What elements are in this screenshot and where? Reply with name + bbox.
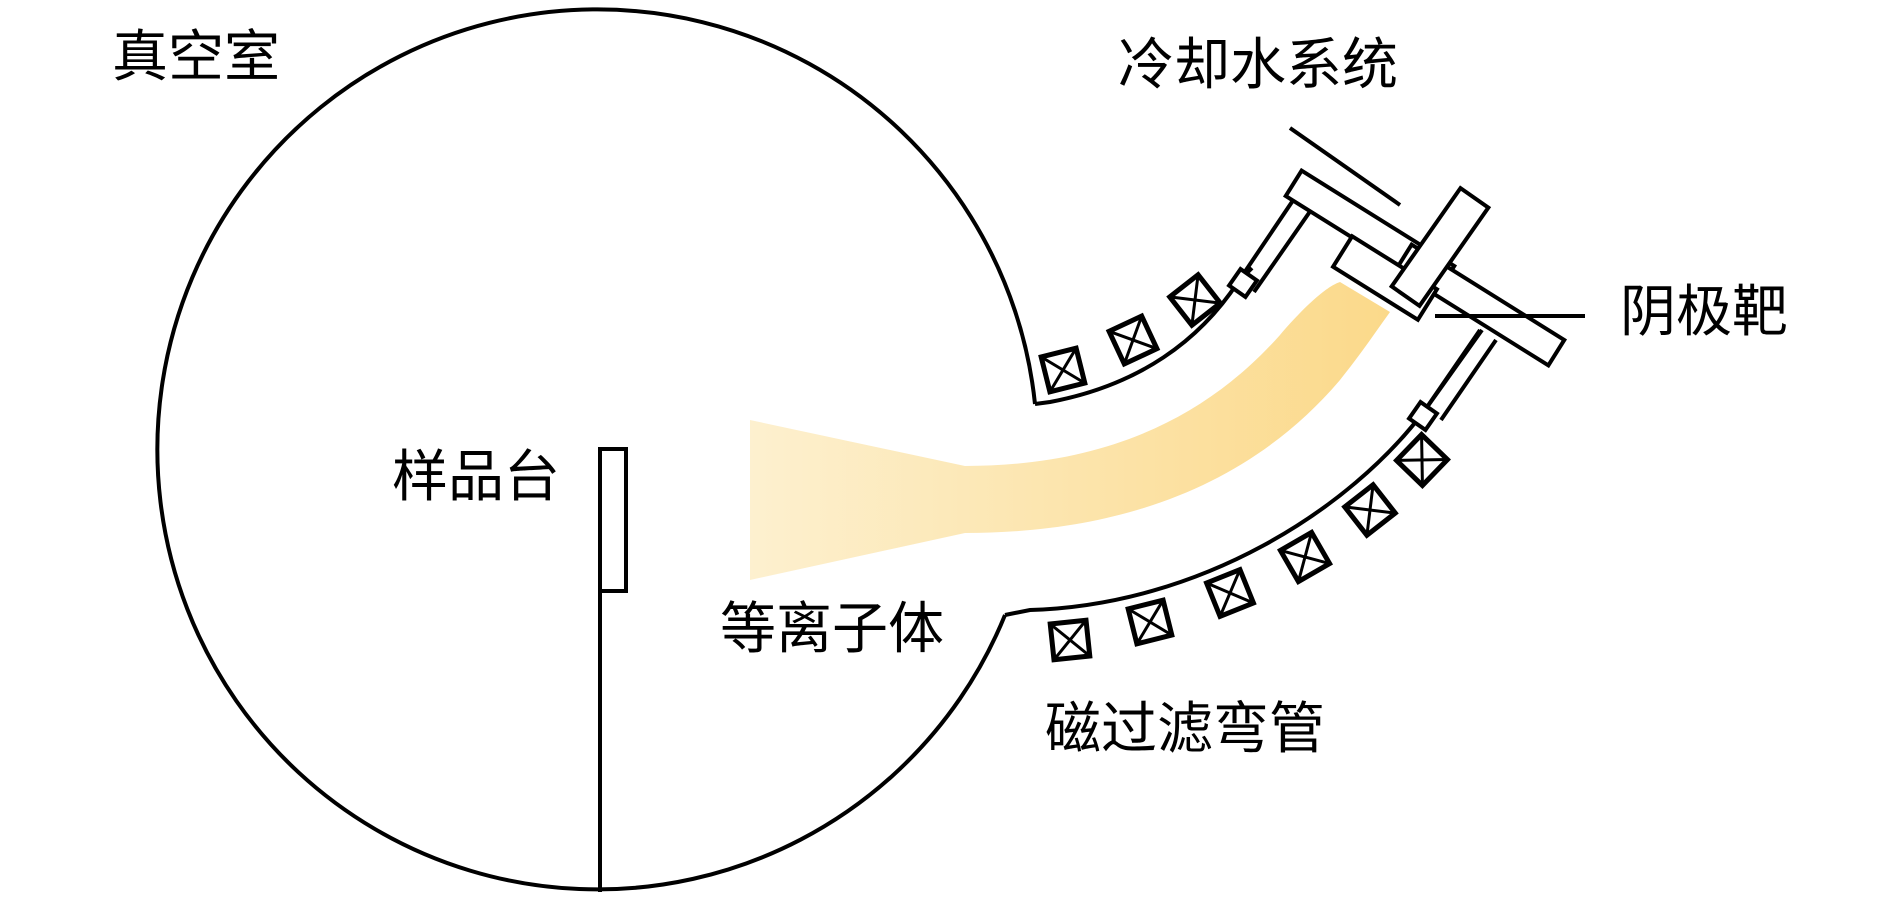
vacuum-chamber-wall xyxy=(155,7,1037,892)
label-cooling-system: 冷却水系统 xyxy=(1118,33,1398,98)
coil-upper-2 xyxy=(1109,316,1157,364)
sample-stage-holder xyxy=(598,447,628,593)
label-plasma: 等离子体 xyxy=(720,597,944,662)
label-cathode-target: 阴极靶 xyxy=(1620,280,1788,345)
coil-lower-1 xyxy=(1050,620,1090,660)
upper-support-pipe xyxy=(1226,188,1320,300)
lower-support-pipe xyxy=(1406,328,1498,433)
coil-lower-5 xyxy=(1345,485,1396,536)
plasma-beam-shape xyxy=(750,282,1390,580)
label-magnetic-filter: 磁过滤弯管 xyxy=(1045,697,1325,762)
coil-lower-2 xyxy=(1128,600,1172,644)
coil-lower-4 xyxy=(1280,532,1329,581)
label-sample-stage: 样品台 xyxy=(392,445,560,510)
coil-lower-3 xyxy=(1207,570,1254,617)
label-vacuum-chamber: 真空室 xyxy=(112,25,280,90)
coil-upper-1 xyxy=(1041,348,1085,392)
duct-inner-wall xyxy=(1034,266,1254,406)
cathode-holder xyxy=(1388,185,1492,309)
coil-lower-6 xyxy=(1397,435,1448,486)
cooling-leader-line xyxy=(1288,126,1402,207)
duct-outer-wall xyxy=(1004,328,1484,617)
